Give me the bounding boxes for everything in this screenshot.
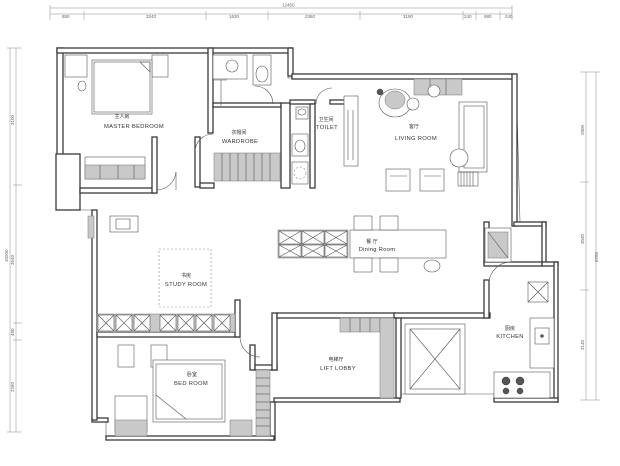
master-bedroom: 主人房 MASTER BEDROOM xyxy=(64,54,177,191)
door-swing-master xyxy=(156,171,177,191)
label-kitchen-zh: 厨房 xyxy=(505,325,515,332)
lift-lobby: 电梯厅 LIFT LOBBY xyxy=(320,317,466,399)
dining-table xyxy=(349,229,447,259)
dim-top-4: 2360 xyxy=(305,14,316,19)
dim-left-4: 2260 xyxy=(10,381,15,392)
label-toilet-en: TOILET xyxy=(316,125,338,131)
label-master-zh: 主人房 xyxy=(114,113,129,120)
bed-room: 卧室 BED ROOM xyxy=(114,336,271,437)
bed xyxy=(152,359,226,423)
dim-right-total: 8780 xyxy=(594,251,599,262)
dim-top-2: 3240 xyxy=(146,14,157,19)
top-dimension-chain: 12450 850 3240 1630 2360 3190 240 980 24… xyxy=(49,3,513,20)
dim-top-6: 240 xyxy=(464,14,472,19)
right-dimension-chain: 8780 2800 3040 3140 xyxy=(580,71,600,401)
dining-chair xyxy=(379,215,399,231)
dining-chair xyxy=(353,257,373,273)
door-swing-wardrobe xyxy=(194,133,214,153)
dim-top-8: 240 xyxy=(505,14,513,19)
label-wardrobe-zh: 衣帽间 xyxy=(231,129,246,136)
wardrobe: 衣帽间 WARDROBE xyxy=(194,54,281,182)
door-swing-kitchen xyxy=(488,261,512,283)
dim-top-total: 12450 xyxy=(282,3,295,8)
master-bed xyxy=(91,59,153,115)
label-kitchen-en: KITCHEN xyxy=(496,334,524,340)
burner xyxy=(501,376,511,386)
dim-top-1: 850 xyxy=(62,14,70,19)
dim-left-3: 480 xyxy=(10,328,15,336)
living-room: 客厅 LIVING ROOM xyxy=(343,78,488,192)
dim-top-7: 980 xyxy=(484,14,492,19)
dining-chair xyxy=(379,257,399,273)
burner xyxy=(515,376,525,386)
door-swing-bedroom xyxy=(239,336,261,358)
kitchen: 厨房 KITCHEN xyxy=(484,227,555,399)
dining-room: 餐 厅 Dining Room xyxy=(277,215,447,273)
armchair-left xyxy=(117,344,135,368)
dim-left-2: 3640 xyxy=(10,254,15,265)
bench xyxy=(343,95,359,167)
sink xyxy=(534,327,550,345)
label-living-en: LIVING ROOM xyxy=(395,136,437,142)
interior-walls xyxy=(79,47,543,399)
burner xyxy=(502,387,510,395)
study-desk xyxy=(109,215,139,233)
burner xyxy=(516,387,524,395)
label-toilet-zh: 卫生间 xyxy=(318,116,333,123)
label-study-zh: 书房 xyxy=(181,272,191,279)
dim-top-3: 1630 xyxy=(229,14,240,19)
door-swing-toilet xyxy=(315,87,333,105)
kitchen-counter xyxy=(529,317,555,369)
stove-counter xyxy=(493,371,551,399)
study-rug xyxy=(158,248,212,308)
dim-right-2: 3040 xyxy=(580,233,585,244)
left-dimension-chain: 10200 3100 3640 480 2260 xyxy=(4,47,22,433)
study-room: 书房 STUDY ROOM xyxy=(87,215,236,333)
toilet-room: 卫生间 TOILET xyxy=(291,87,338,185)
dim-right-3: 3140 xyxy=(580,339,585,350)
label-dining-zh: 餐 厅 xyxy=(366,238,378,245)
round-table xyxy=(449,148,469,168)
nightstand-left xyxy=(64,54,88,78)
label-living-zh: 客厅 xyxy=(409,123,419,130)
shower xyxy=(291,161,309,185)
bedroom-wardrobe xyxy=(255,369,271,437)
lounge-chair-1 xyxy=(385,168,411,192)
dining-chair xyxy=(353,215,373,231)
label-wardrobe-en: WARDROBE xyxy=(222,139,258,145)
dim-left-total: 10200 xyxy=(4,249,9,262)
label-master-en: MASTER BEDROOM xyxy=(104,124,164,130)
nightstand-right xyxy=(151,54,169,78)
wardrobe-closet xyxy=(213,152,281,182)
label-lift-zh: 电梯厅 xyxy=(328,356,343,363)
label-bed-zh: 卧室 xyxy=(187,371,197,378)
dim-top-5: 3190 xyxy=(403,14,414,19)
side-table xyxy=(406,97,420,111)
label-dining-en: Dining Room xyxy=(359,247,396,253)
rug-stripe xyxy=(457,171,479,187)
label-study-en: STUDY ROOM xyxy=(165,282,207,288)
label-lift-en: LIFT LOBBY xyxy=(320,366,356,372)
label-bed-en: BED ROOM xyxy=(174,381,208,387)
dim-right-1: 2800 xyxy=(580,124,585,135)
lounge-chair-2 xyxy=(419,168,445,192)
dim-left-1: 3100 xyxy=(10,114,15,125)
